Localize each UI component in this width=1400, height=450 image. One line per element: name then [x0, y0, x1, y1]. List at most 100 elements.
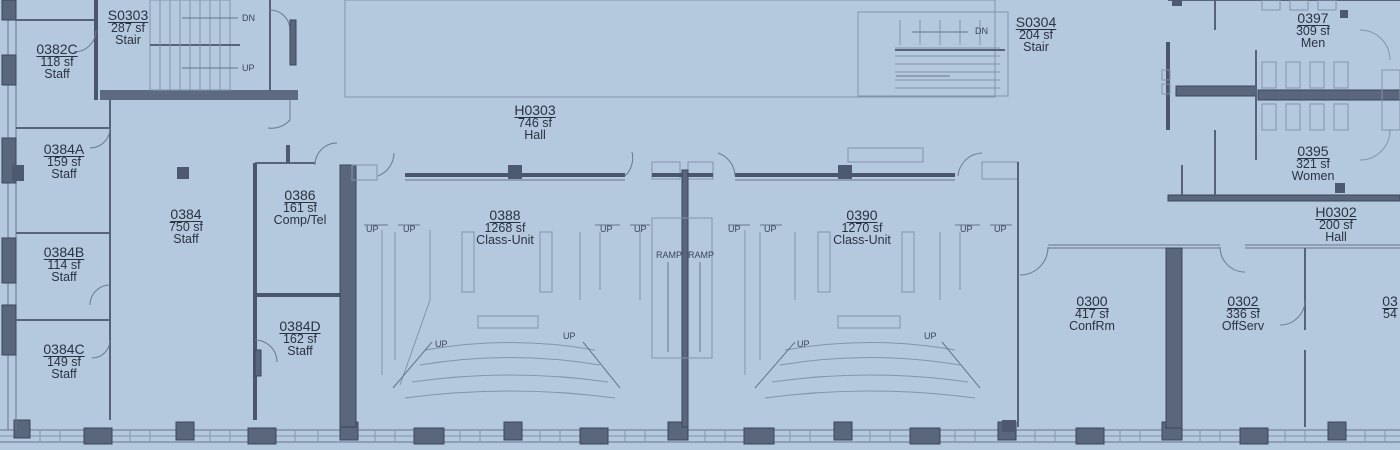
room-area: 1270 sf — [841, 221, 883, 235]
room-area: 750 sf — [168, 220, 204, 234]
room-use: OffServ — [1221, 319, 1265, 333]
room-area: 161 sf — [282, 201, 318, 215]
ramp-column — [651, 161, 714, 428]
room-label-partial-east: 03 54 — [1382, 294, 1398, 320]
room-use: Staff — [51, 167, 77, 181]
room-use: Hall — [524, 128, 546, 142]
room-use: Staff — [51, 367, 77, 381]
room-label-s0303: S0303 287 sf Stair — [108, 8, 148, 46]
room-number: 0300 — [1076, 293, 1108, 309]
room-use: Stair — [1023, 40, 1049, 54]
room-label-h0302: H0302 200 sf Hall — [1315, 205, 1356, 243]
room-label-0388: 0388 1268 sf Class-Unit — [476, 208, 534, 246]
room-number: 0384B — [43, 244, 85, 260]
room-area: 200 sf — [1318, 218, 1354, 232]
room-number: 0384D — [279, 318, 321, 334]
aisle-up-label: UP — [728, 224, 741, 234]
aisle-up-label: UP — [403, 224, 416, 234]
room-area: 54 — [1383, 307, 1397, 321]
room-area: 309 sf — [1295, 24, 1331, 38]
room-use: ConfRm — [1069, 319, 1115, 333]
room-area: 321 sf — [1295, 157, 1331, 171]
room-number: 0397 — [1297, 10, 1329, 26]
room-use: Stair — [115, 33, 141, 47]
room-label-s0304: S0304 204 sf Stair — [1016, 15, 1056, 53]
classroom-0390 — [717, 147, 1019, 432]
room-area: 746 sf — [517, 116, 553, 130]
room-label-0390: 0390 1270 sf Class-Unit — [833, 208, 891, 246]
stair-dn-label-east: DN — [975, 26, 988, 36]
room-area: 162 sf — [282, 332, 318, 346]
room-number: 0388 — [489, 207, 521, 223]
seating-up-label: UP — [563, 331, 576, 341]
room-number: S0304 — [1015, 14, 1057, 30]
room-area: 417 sf — [1074, 307, 1110, 321]
room-label-0384a: 0384A 159 sf Staff — [44, 142, 84, 180]
room-label-0302: 0302 336 sf OffServ — [1222, 294, 1264, 332]
room-area: 159 sf — [46, 155, 82, 169]
room-number: H0302 — [1315, 204, 1357, 220]
room-use: Hall — [1325, 230, 1347, 244]
stair-up-label: UP — [242, 63, 255, 73]
room-label-0384: 0384 750 sf Staff — [169, 207, 203, 245]
window-mullions — [39, 430, 1386, 442]
exterior-west-wall — [1, 0, 24, 430]
aisle-up-label: UP — [764, 224, 777, 234]
room-area: 204 sf — [1018, 28, 1054, 42]
aisle-up-label: UP — [634, 224, 647, 234]
office-0384 — [177, 142, 340, 420]
room-area: 336 sf — [1225, 307, 1261, 321]
exterior-south-wall — [0, 419, 1400, 445]
room-area: 149 sf — [46, 355, 82, 369]
restrooms — [1161, 0, 1400, 161]
room-area: 1268 sf — [484, 221, 526, 235]
room-label-0397: 0397 309 sf Men — [1296, 11, 1330, 49]
aisle-up-label: UP — [600, 224, 613, 234]
left-offices — [16, 0, 111, 420]
room-use: Comp/Tel — [273, 213, 327, 227]
room-use: Women — [1291, 169, 1335, 183]
room-use: Men — [1300, 36, 1326, 50]
room-number: 03 — [1382, 293, 1398, 309]
room-number: S0303 — [107, 7, 149, 23]
room-use: Staff — [51, 270, 77, 284]
room-label-0300: 0300 417 sf ConfRm — [1069, 294, 1115, 332]
east-offices — [1019, 130, 1400, 429]
aisle-up-label: UP — [994, 224, 1007, 234]
room-label-0384c: 0384C 149 sf Staff — [43, 342, 84, 380]
seating-up-label: UP — [797, 339, 810, 349]
room-number: 0382C — [36, 41, 78, 57]
room-label-0382c: 0382C 118 sf Staff — [36, 42, 77, 80]
room-number: 0302 — [1227, 293, 1259, 309]
room-use: Staff — [287, 344, 313, 358]
room-use: Class-Unit — [833, 233, 891, 247]
aisle-up-label: UP — [960, 224, 973, 234]
room-area: 287 sf — [110, 21, 146, 35]
seating-up-label: UP — [924, 331, 937, 341]
stair-dn-label: DN — [242, 13, 255, 23]
room-use: Staff — [173, 232, 199, 246]
room-label-0384d: 0384D 162 sf Staff — [279, 319, 320, 357]
room-number: 0384A — [43, 141, 85, 157]
room-number: 0384C — [43, 341, 85, 357]
ramp-label: RAMP — [656, 250, 683, 260]
seating-up-label: UP — [435, 339, 448, 349]
room-number: 0390 — [846, 207, 878, 223]
room-number: 0395 — [1297, 143, 1329, 159]
room-number: H0303 — [514, 102, 556, 118]
stair-s0303 — [100, 0, 298, 129]
hall-h0303 — [344, 0, 1009, 98]
room-number: 0386 — [284, 187, 316, 203]
room-label-0384b: 0384B 114 sf Staff — [44, 245, 84, 283]
room-area: 118 sf — [40, 55, 74, 69]
room-label-0395: 0395 321 sf Women — [1292, 144, 1335, 182]
room-use: Class-Unit — [476, 233, 534, 247]
ramp-label: RAMP — [688, 250, 715, 260]
room-area: 114 sf — [47, 258, 81, 272]
room-label-h0303: H0303 746 sf Hall — [514, 103, 555, 141]
aisle-up-label: UP — [366, 224, 379, 234]
room-number: 0384 — [170, 206, 202, 222]
classroom-0388 — [339, 151, 650, 428]
room-use: Staff — [44, 67, 70, 81]
